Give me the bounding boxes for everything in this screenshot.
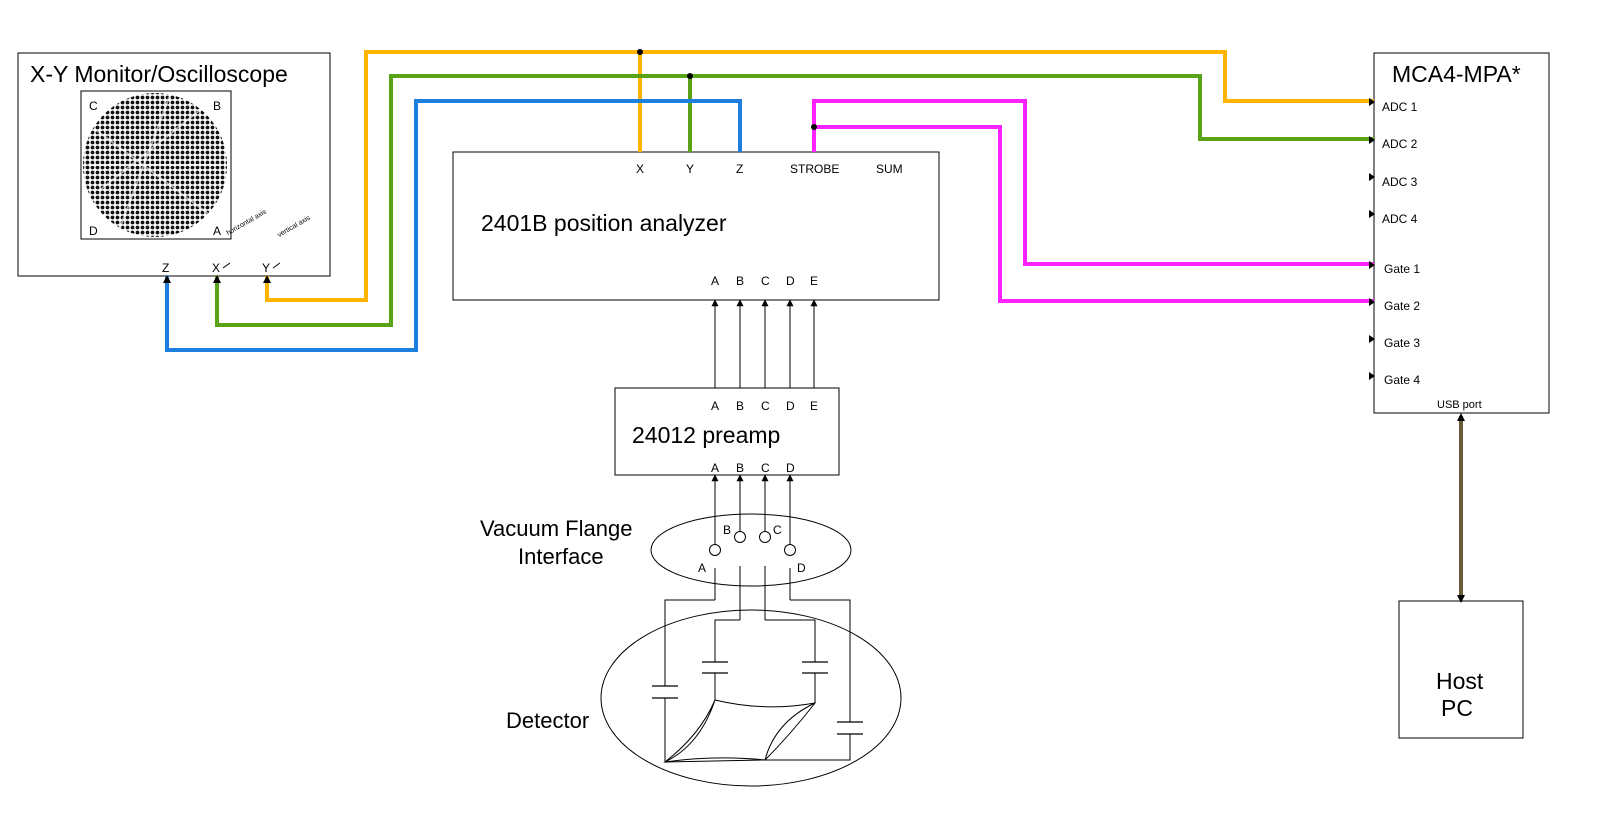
screen-corner-c: C	[89, 99, 98, 113]
analyzer-output-y: Y	[686, 162, 695, 176]
flange-pin-c: C	[773, 523, 782, 537]
flange-ellipse	[650, 513, 852, 587]
preamp-input-c: C	[761, 461, 770, 475]
monitor-x-arrow	[213, 275, 221, 283]
detector-anode	[663, 699, 817, 763]
mca-port-adc1: ADC 1	[1382, 100, 1418, 114]
analyzer-output-x: X	[636, 162, 645, 176]
analyzer-output-z: Z	[736, 162, 744, 176]
mca-port-adc4: ADC 4	[1382, 212, 1418, 226]
mca-port-gate2: Gate 2	[1384, 299, 1421, 313]
preamp-box	[614, 387, 840, 476]
screen-frame	[80, 90, 232, 240]
monitor-title: X-Y Monitor/Oscilloscope	[30, 61, 288, 87]
mca-port-gate1: Gate 1	[1384, 262, 1421, 276]
analyzer-input-a: A	[711, 274, 720, 288]
monitor-box	[17, 52, 331, 277]
detector-ellipse	[600, 609, 902, 787]
vertical-axis-tick	[272, 262, 281, 269]
monitor-z-arrow	[163, 275, 171, 283]
usb-port-label: USB port	[1437, 399, 1482, 411]
usb-arrow-bottom	[1457, 595, 1465, 603]
screen-corner-a: A	[213, 224, 222, 238]
preamp-output-c: C	[761, 399, 770, 413]
x-signal-cable	[638, 50, 1374, 152]
mca-port-gate3: Gate 3	[1384, 336, 1421, 350]
preamp-title: 24012 preamp	[632, 422, 781, 448]
flange-to-preamp-wires	[711, 474, 794, 545]
analyzer-output-sum: SUM	[876, 162, 903, 176]
preamp-to-analyzer-wires	[711, 299, 818, 388]
mca-title: MCA4-MPA*	[1392, 61, 1521, 87]
y-signal-cable-monitor	[215, 74, 690, 327]
flange-pin-d: D	[797, 561, 806, 575]
z-signal-cable	[165, 99, 742, 352]
scope-pattern-streaks	[90, 94, 222, 229]
preamp-input-a: A	[711, 461, 720, 475]
flange-title-line1: Vacuum Flange	[480, 516, 633, 541]
detector-wiring	[664, 599, 851, 763]
analyzer-title: 2401B position analyzer	[481, 210, 727, 236]
host-pc-line1: Host	[1436, 668, 1484, 694]
x-signal-cable-monitor	[265, 50, 640, 302]
preamp-output-b: B	[736, 399, 745, 413]
monitor-input-z: Z	[162, 261, 170, 275]
strobe-cable-gate1	[812, 99, 1374, 266]
analyzer-box	[452, 151, 940, 301]
preamp-input-d: D	[786, 461, 795, 475]
flange-title-line2: Interface	[518, 544, 604, 569]
detector-title: Detector	[506, 708, 590, 733]
mca-box	[1373, 52, 1550, 414]
mca-port-adc3: ADC 3	[1382, 175, 1418, 189]
preamp-output-e: E	[810, 399, 819, 413]
flange-pin-b: B	[723, 523, 732, 537]
preamp-output-a: A	[711, 399, 720, 413]
mca-port-arrows	[1369, 98, 1375, 380]
strobe-cable-gate2	[814, 125, 1374, 303]
horizontal-axis-tick	[222, 262, 231, 269]
screen-corner-d: D	[89, 224, 98, 238]
preamp-output-d: D	[786, 399, 795, 413]
analyzer-input-d: D	[786, 274, 795, 288]
mca-port-gate4: Gate 4	[1384, 373, 1421, 387]
screen-corner-b: B	[213, 99, 222, 113]
y-signal-cable	[688, 74, 1374, 152]
monitor-input-y: Y	[262, 261, 271, 275]
flange-feedthroughs	[709, 531, 796, 620]
mca-port-adc2: ADC 2	[1382, 137, 1418, 151]
monitor-y-arrow	[263, 275, 271, 283]
x-junction-dot	[637, 49, 643, 55]
y-junction-dot	[687, 73, 693, 79]
usb-arrow-top	[1457, 413, 1465, 421]
monitor-input-x: X	[212, 261, 221, 275]
preamp-input-b: B	[736, 461, 745, 475]
analyzer-input-b: B	[736, 274, 745, 288]
analyzer-input-c: C	[761, 274, 770, 288]
flange-pin-a: A	[698, 561, 707, 575]
host-pc-line2: PC	[1441, 695, 1473, 721]
capacitors	[652, 661, 863, 735]
analyzer-input-e: E	[810, 274, 819, 288]
strobe-junction-dot	[811, 124, 817, 130]
analyzer-output-strobe: STROBE	[790, 162, 840, 176]
